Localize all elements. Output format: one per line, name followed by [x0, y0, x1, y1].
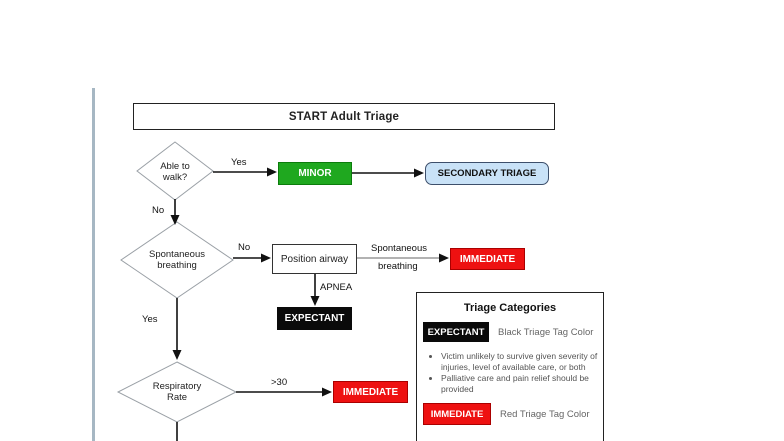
expectant-swatch: EXPECTANT	[423, 322, 489, 342]
position-airway-node: Position airway	[272, 244, 357, 274]
edge-label-no-walk: No	[152, 205, 165, 216]
page-left-rule	[92, 88, 95, 441]
edge-label-yes-breathing: Yes	[142, 314, 158, 325]
flowchart-title-box: START Adult Triage	[133, 103, 555, 130]
legend-row-immediate: IMMEDIATE Red Triage Tag Color	[423, 403, 603, 425]
expectant-tag-color-label: Black Triage Tag Color	[498, 326, 594, 338]
flowchart-title: START Adult Triage	[288, 110, 400, 123]
edge-label-no-breathing: No	[238, 242, 251, 253]
immediate-node-top: IMMEDIATE	[450, 248, 525, 270]
secondary-triage-node: SECONDARY TRIAGE	[425, 162, 549, 185]
edge-yes-breathing-arrowhead	[172, 350, 182, 360]
edge-minor-secondary-arrowhead	[414, 168, 424, 178]
edge-no-walk-arrowhead	[170, 215, 180, 225]
spontaneous-breathing-label: Spontaneous breathing	[149, 249, 205, 271]
respiratory-rate-label: Respiratory Rate	[152, 381, 202, 403]
expectant-node: EXPECTANT	[277, 307, 352, 330]
minor-node: MINOR	[278, 162, 352, 185]
immediate-node-bottom: IMMEDIATE	[333, 381, 408, 403]
expectant-bullet-2: Palliative care and pain relief should b…	[441, 373, 599, 394]
edge-label-spontaneous-line1: Spontaneous	[371, 243, 427, 254]
able-to-walk-label: Able to walk?	[160, 161, 190, 183]
legend-row-expectant: EXPECTANT Black Triage Tag Color	[423, 322, 603, 342]
edge-label-gt30: >30	[271, 377, 288, 388]
immediate-tag-color-label: Red Triage Tag Color	[500, 408, 590, 420]
edge-spontaneous-immediate-arrowhead	[439, 253, 449, 263]
edge-label-spontaneous-line2: breathing	[378, 261, 418, 272]
edge-label-yes-walk: Yes	[231, 157, 247, 168]
edge-label-apnea: APNEA	[320, 282, 353, 293]
immediate-swatch: IMMEDIATE	[423, 403, 491, 425]
expectant-bullet-1: Victim unlikely to survive given severit…	[441, 351, 599, 372]
expectant-bullet-list: Victim unlikely to survive given severit…	[431, 351, 599, 394]
edge-no-breathing-arrowhead	[261, 253, 271, 263]
legend-title: Triage Categories	[463, 302, 557, 314]
edge-yes-walk-arrowhead	[267, 167, 277, 177]
triage-categories-legend: Triage Categories EXPECTANT Black Triage…	[416, 292, 604, 441]
edge-apnea-arrowhead	[310, 296, 320, 306]
edge-gt30-arrowhead	[322, 387, 332, 397]
